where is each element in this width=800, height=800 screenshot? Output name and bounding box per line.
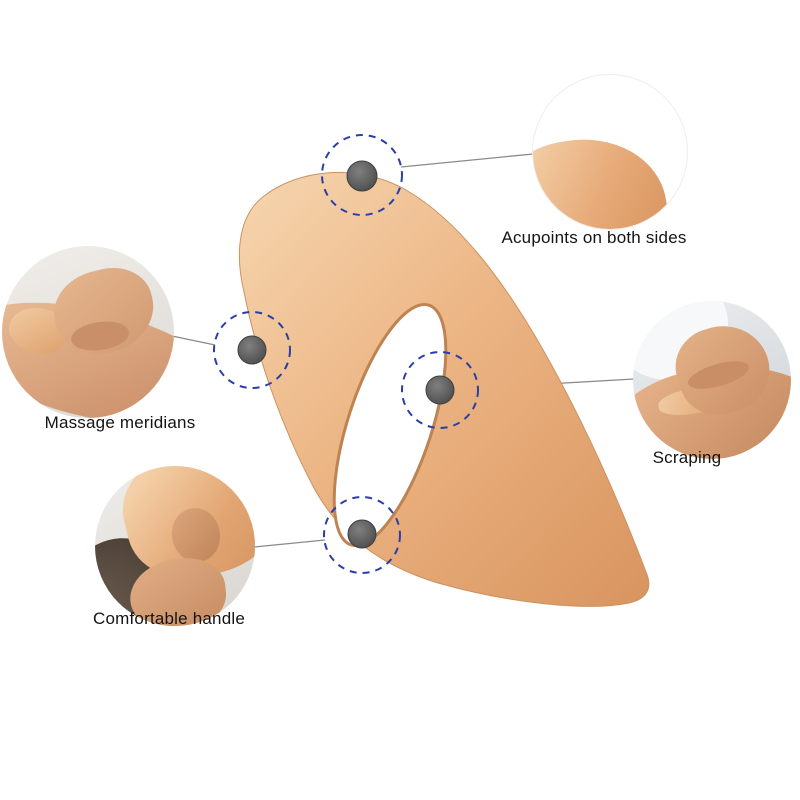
inset-photo-comfortable-handle xyxy=(95,466,255,626)
inset-photo-scraping xyxy=(633,301,791,459)
label-massage-meridians: Massage meridians xyxy=(44,413,196,432)
acupoint-dot-top xyxy=(346,160,378,192)
connector-line-acupoints xyxy=(400,153,534,168)
label-scraping: Scraping xyxy=(652,448,722,467)
tool-handle-hole xyxy=(332,302,448,548)
dashed-circle-left xyxy=(213,311,291,389)
acupoint-dot-left xyxy=(237,335,267,365)
dashed-highlight-circles xyxy=(213,134,479,574)
connector-line-massage xyxy=(171,335,216,346)
inset-photo-acupoints xyxy=(532,74,688,230)
connector-line-handle xyxy=(253,539,326,548)
dashed-circle-bottom xyxy=(323,496,401,574)
dashed-circle-top xyxy=(321,134,403,216)
label-acupoints: Acupoints on both sides xyxy=(501,228,687,247)
acupoint-dot-middle xyxy=(425,375,455,405)
acupoint-dot-bottom xyxy=(347,519,377,549)
wood-edge-closeup xyxy=(533,125,679,229)
dashed-circle-middle xyxy=(401,351,479,429)
acupoint-dots xyxy=(237,160,455,549)
label-comfortable-handle: Comfortable handle xyxy=(93,609,245,628)
inset-photo-massage-meridians xyxy=(2,246,174,418)
